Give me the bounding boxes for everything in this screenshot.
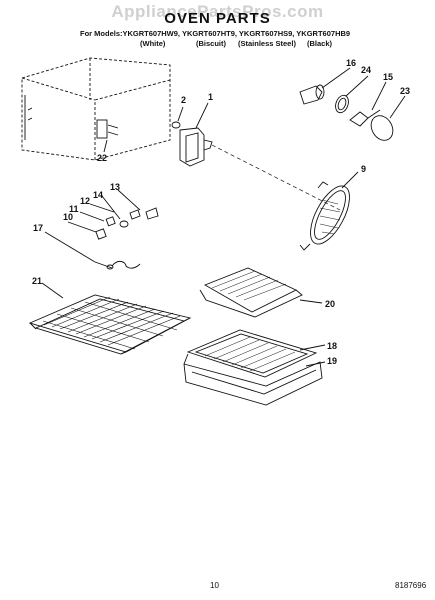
callout-11: 11: [69, 204, 79, 214]
callout-17: 17: [33, 223, 43, 233]
callout-10: 10: [63, 212, 73, 222]
part-1-convection-motor: [179, 102, 341, 211]
callout-13: 13: [110, 182, 120, 192]
part-16-light-socket: [299, 67, 351, 105]
callout-23: 23: [400, 86, 410, 96]
part-15-bulb: [349, 81, 387, 127]
watermark: AppliancePartsPros.com: [111, 2, 324, 21]
part-21-oven-rack: [28, 282, 192, 355]
callout-1: 1: [208, 92, 213, 102]
callout-14: 14: [93, 190, 103, 200]
page-number: 10: [210, 581, 219, 590]
document-number: 8187696: [395, 581, 427, 590]
callout-2: 2: [181, 95, 186, 105]
callout-15: 15: [383, 72, 393, 82]
callout-21: 21: [32, 276, 42, 286]
models-line: For Models:YKGRT607HW9, YKGRT607HT9, YKG…: [80, 29, 351, 38]
callout-20: 20: [325, 299, 335, 309]
part-19-broiler-pan-bottom: [183, 353, 326, 406]
callout-9: 9: [361, 164, 366, 174]
part-9-fan-cover: [299, 171, 359, 251]
oven-cavity: [21, 57, 171, 161]
callout-19: 19: [327, 356, 337, 366]
part-2-bushing: [171, 106, 184, 129]
diagram-title: OVEN PARTS: [164, 10, 271, 27]
part-24-gasket: [335, 75, 369, 114]
part-17-meat-probe: [44, 231, 141, 270]
part-22-leader: [103, 139, 108, 153]
callout-16: 16: [346, 58, 356, 68]
color-white: (White): [140, 39, 166, 48]
part-23-lens: [370, 95, 406, 141]
part-18-broiler-pan: [186, 329, 326, 378]
color-biscuit: (Biscuit): [196, 39, 226, 48]
callout-18: 18: [327, 341, 337, 351]
color-stainless: (Stainless Steel): [238, 39, 296, 48]
callout-22: 22: [97, 153, 107, 163]
color-black: (Black): [307, 39, 333, 48]
parts-10-14-components: [67, 189, 159, 240]
cavity-side-marks: [24, 95, 119, 140]
callout-24: 24: [361, 65, 371, 75]
part-20-broiler-grid: [199, 267, 323, 318]
callout-12: 12: [80, 196, 90, 206]
